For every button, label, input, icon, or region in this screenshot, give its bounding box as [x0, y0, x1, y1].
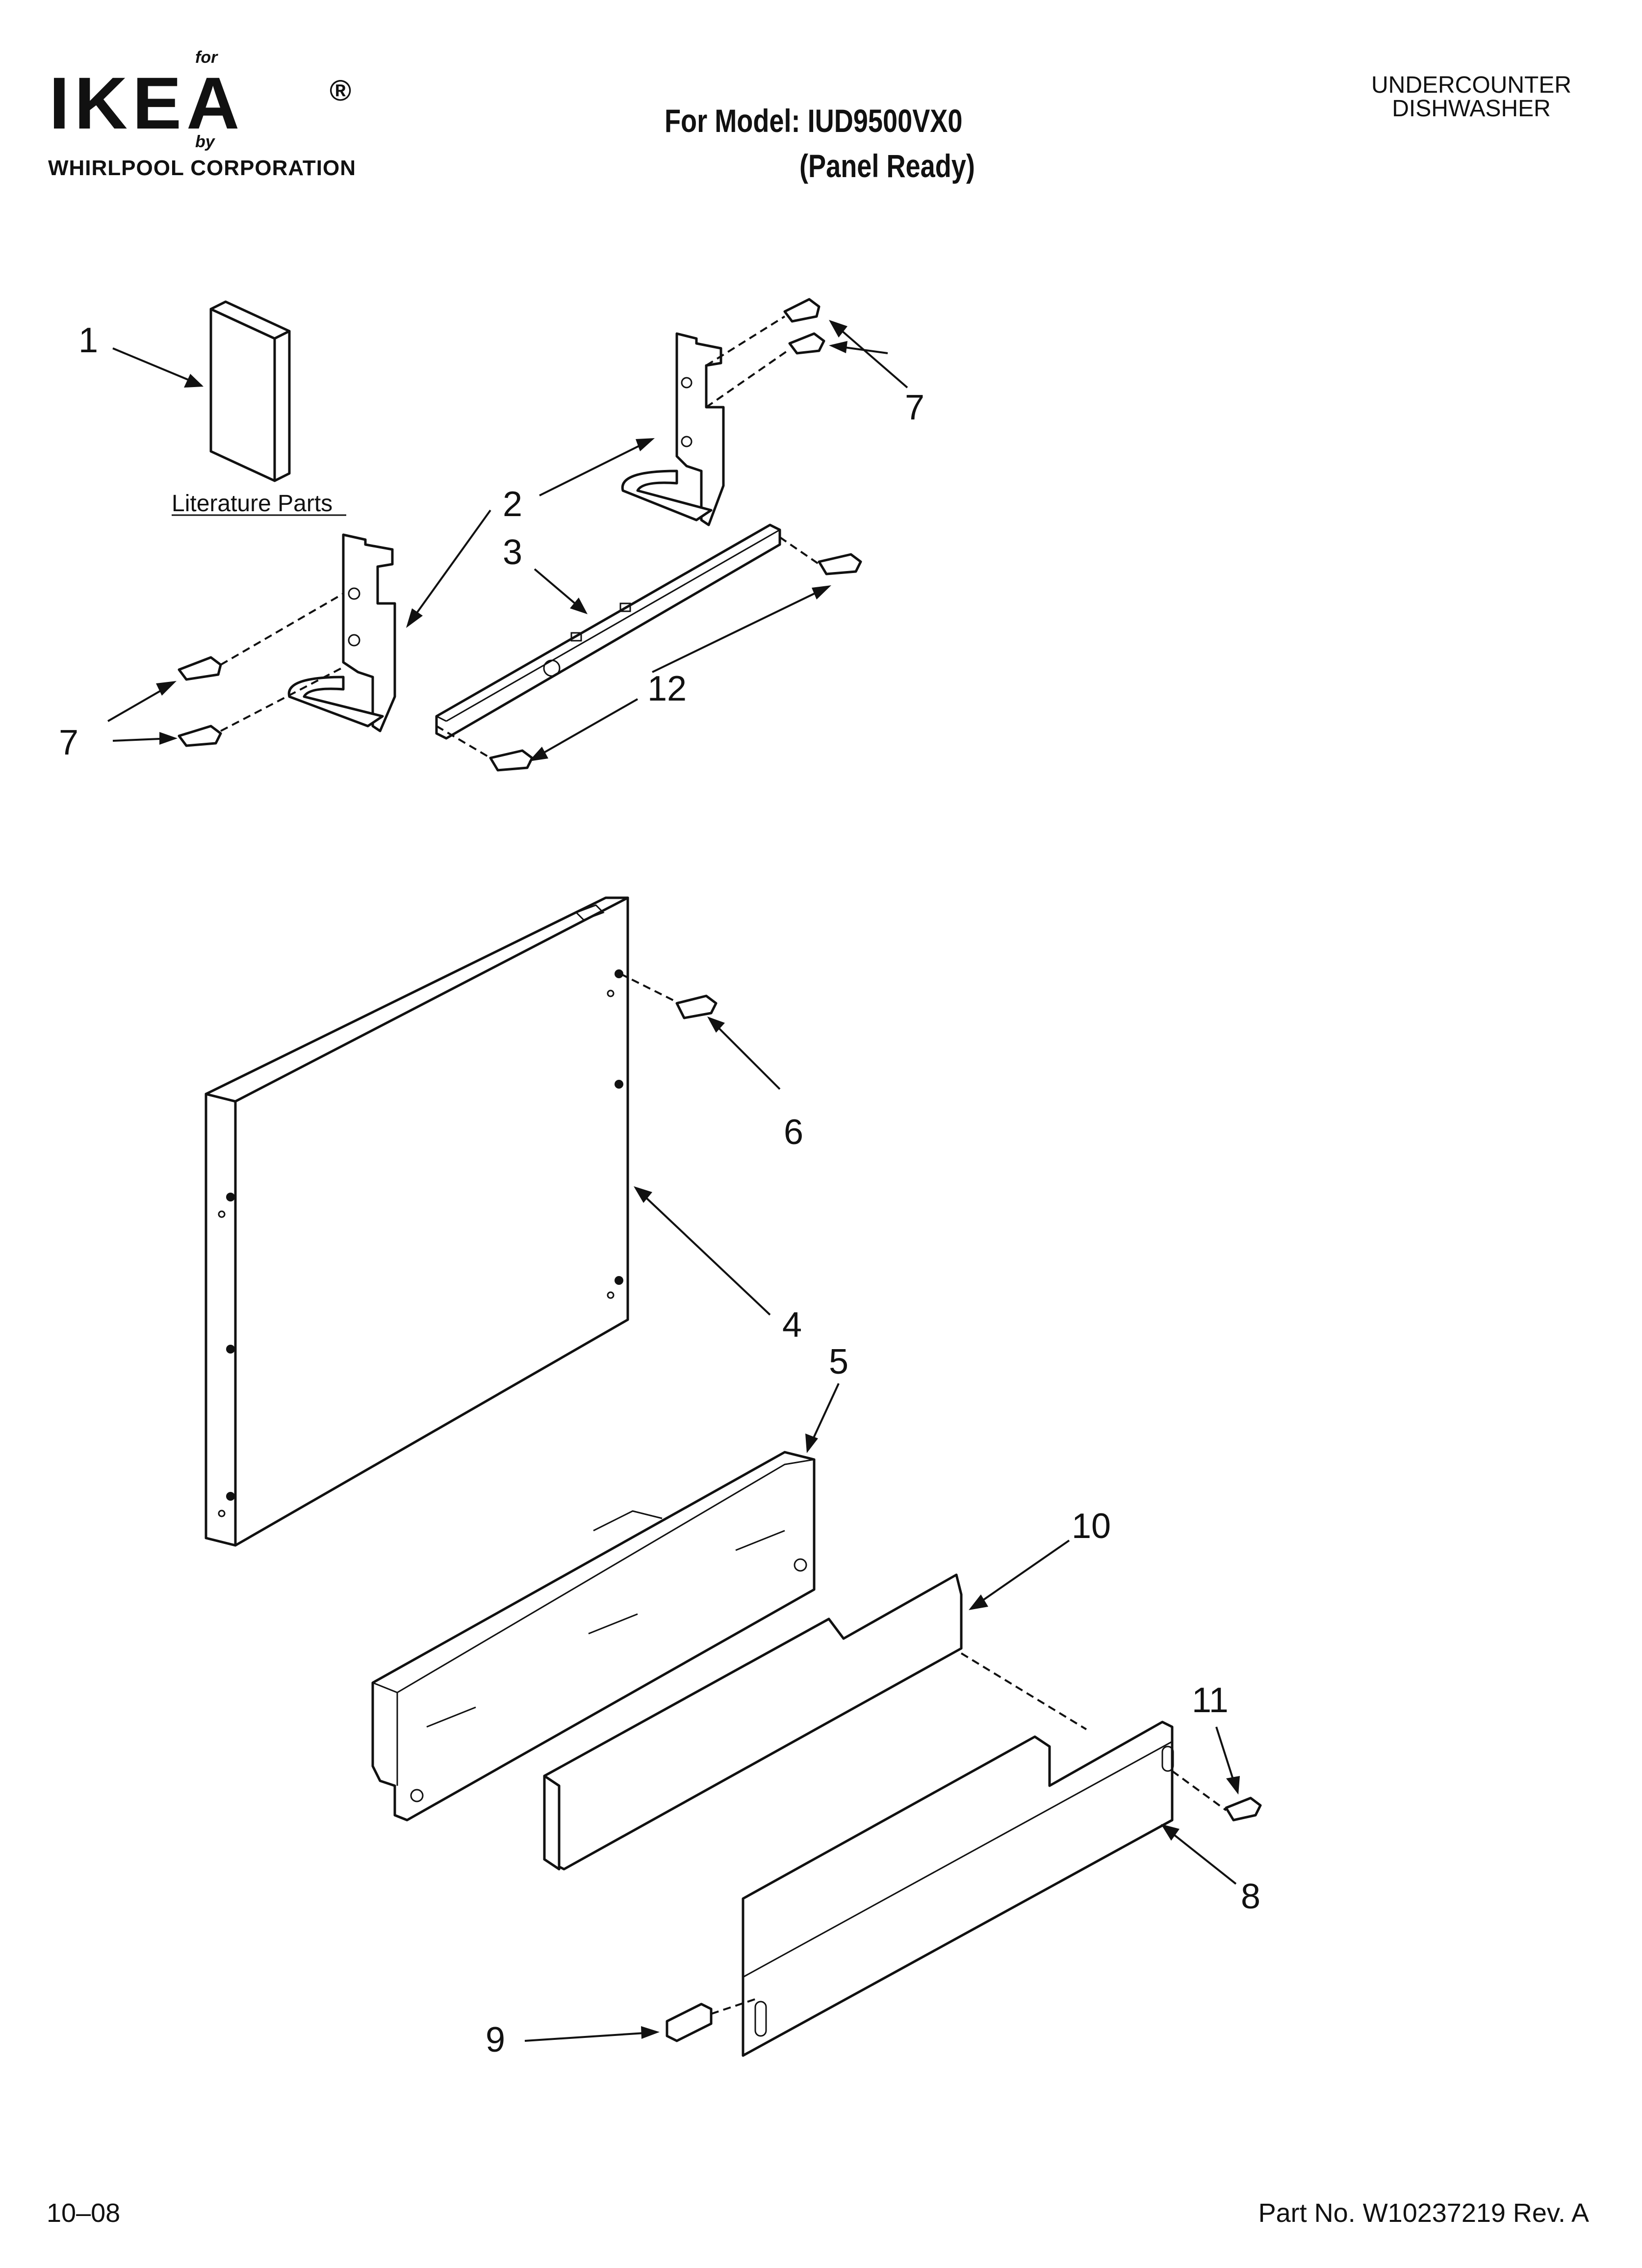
- model-line: For Model: IUD9500VX0: [665, 103, 963, 139]
- model-variant: (Panel Ready): [799, 148, 975, 184]
- leader-6: [710, 1019, 781, 1090]
- arrow-8: [1161, 1824, 1180, 1841]
- leader-9: [524, 2032, 653, 2042]
- arrow-2a: [636, 438, 655, 451]
- literature-parts-label: Literature Parts: [172, 491, 333, 517]
- arrow-7a-2: [829, 341, 847, 353]
- callout-6: 6: [784, 1113, 803, 1152]
- leader-7a-1: [833, 323, 908, 389]
- callout-3: 3: [503, 533, 522, 572]
- arrow-2b: [406, 608, 423, 628]
- ikea-logo: IKEA: [49, 62, 245, 144]
- arrow-4: [634, 1186, 652, 1203]
- leader-1: [112, 347, 202, 386]
- arrow-7a-1: [829, 320, 847, 338]
- part-toe-screw: [1171, 1770, 1262, 1822]
- part-clip: [666, 1998, 756, 2042]
- part-left-bracket: [287, 533, 396, 732]
- part-insulation-pad: [543, 1573, 963, 1871]
- footer-part-number: Part No. W10237219 Rev. A: [1258, 2198, 1589, 2228]
- part-rail-screws: [436, 536, 862, 772]
- category-line-1: UNDERCOUNTER: [1371, 72, 1571, 98]
- category-line-2: DISHWASHER: [1392, 96, 1551, 122]
- callout-7-right: 7: [905, 388, 924, 427]
- callout-11: 11: [1192, 1681, 1229, 1720]
- part-door-panel: [205, 896, 629, 1547]
- insulation-dash: [960, 1652, 1087, 1730]
- arrow-7b-2: [159, 732, 178, 745]
- part-panel-screw: [620, 973, 718, 1019]
- part-mounting-rail: [435, 523, 781, 740]
- callout-5: 5: [829, 1342, 848, 1382]
- part-screws-left: [178, 593, 344, 747]
- arrow-5: [805, 1434, 818, 1453]
- arrow-12b: [529, 747, 548, 761]
- leader-2a: [539, 440, 650, 496]
- leader-12a: [652, 587, 827, 673]
- part-toe-bracket: [371, 1451, 816, 1822]
- arrow-3: [570, 598, 588, 614]
- registered-mark: ®: [330, 74, 352, 107]
- leader-5: [808, 1383, 840, 1448]
- arrow-9: [641, 2026, 660, 2039]
- leader-4: [637, 1189, 771, 1316]
- callout-4: 4: [782, 1305, 802, 1345]
- brand-for-text: for: [195, 48, 218, 67]
- leader-12b: [534, 698, 638, 759]
- footer-date: 10–08: [47, 2198, 121, 2228]
- arrow-10: [969, 1594, 988, 1610]
- callout-7-left: 7: [59, 723, 78, 762]
- callout-12: 12: [647, 669, 687, 708]
- callout-2: 2: [503, 485, 522, 524]
- part-screws-right: [705, 298, 825, 408]
- arrow-11: [1226, 1776, 1240, 1795]
- callout-1: 1: [78, 321, 98, 360]
- leader-2b: [409, 509, 491, 624]
- callout-8: 8: [1241, 1877, 1260, 1916]
- arrow-6: [707, 1017, 725, 1033]
- arrow-12a: [812, 585, 831, 600]
- leader-10: [973, 1539, 1070, 1608]
- arrow-1: [184, 374, 204, 388]
- callout-9: 9: [486, 2020, 505, 2059]
- leader-8: [1164, 1826, 1237, 1885]
- brand-by-text: by: [195, 132, 215, 151]
- whirlpool-corporation: WHIRLPOOL CORPORATION: [48, 156, 357, 180]
- product-category: UNDERCOUNTER DISHWASHER: [1334, 74, 1609, 121]
- callout-10: 10: [1072, 1507, 1111, 1546]
- part-toe-panel: [742, 1721, 1174, 2057]
- part-right-bracket: [621, 332, 725, 526]
- arrow-7b-1: [156, 681, 177, 696]
- part-literature-booklet: [209, 300, 291, 482]
